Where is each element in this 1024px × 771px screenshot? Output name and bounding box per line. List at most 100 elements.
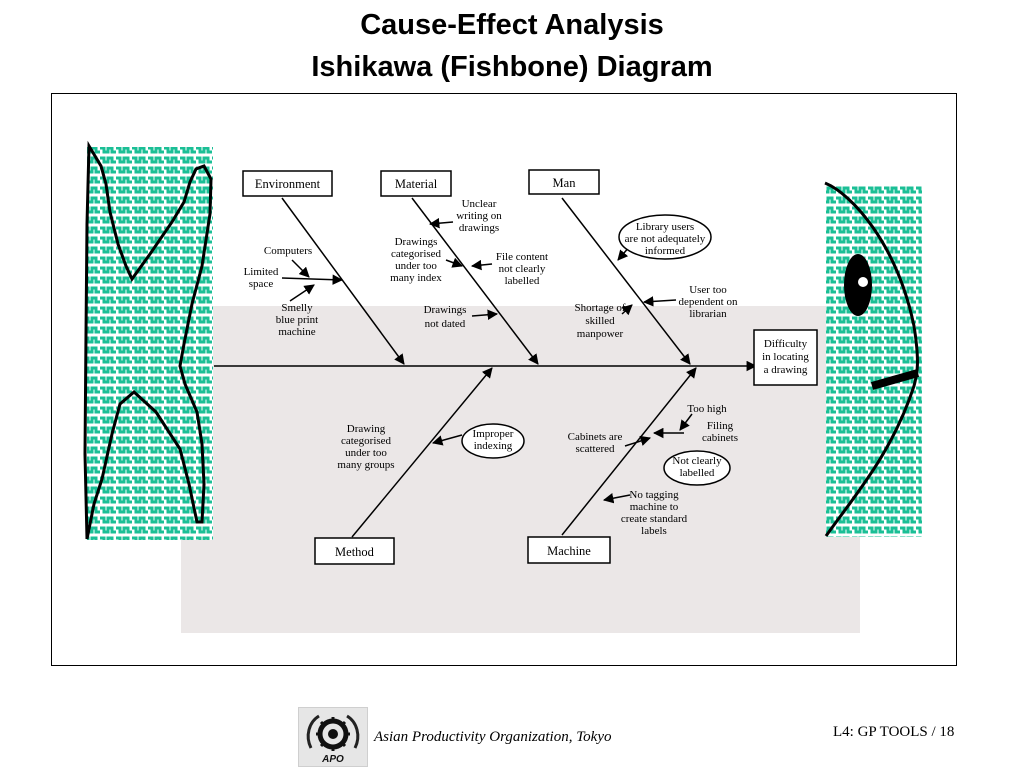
cause-limited-space: Limited space bbox=[244, 266, 279, 290]
fish-mouth-icon bbox=[870, 369, 920, 390]
category-environment-label: Environment bbox=[255, 177, 321, 191]
cause-library-users: Library users are not adequately informe… bbox=[625, 221, 706, 257]
cause-shortage-l1: Shortage of bbox=[574, 302, 625, 314]
cause-shortage-l3: manpower bbox=[577, 328, 624, 340]
arrow-user-dependent bbox=[642, 296, 677, 307]
shaded-panel bbox=[181, 306, 860, 633]
cause-index-l3: under too bbox=[395, 260, 437, 272]
cause-drawings-not-dated: Drawings not dated bbox=[424, 304, 467, 330]
arrow-drawings-index bbox=[445, 257, 463, 268]
category-material: Material bbox=[380, 170, 452, 197]
arrow-filing-cabinets bbox=[679, 413, 693, 431]
cause-dependent-l3: librarian bbox=[689, 308, 727, 320]
cause-toohigh-l1: Too high bbox=[687, 403, 727, 415]
cause-limited-space-l2: space bbox=[249, 278, 274, 290]
apo-logo: APO bbox=[298, 707, 368, 767]
cause-file-l3: labelled bbox=[505, 275, 540, 287]
bone-machine bbox=[561, 367, 697, 536]
callout-library-users bbox=[618, 214, 712, 260]
arrow-unclear-writing bbox=[428, 217, 454, 229]
cause-unclear-l3: drawings bbox=[459, 222, 499, 234]
cause-no-tagging: No tagging machine to create standard la… bbox=[621, 489, 688, 537]
cause-drawings-categorised-index: Drawings categorised under too many inde… bbox=[390, 236, 442, 284]
bone-method bbox=[351, 367, 493, 538]
category-machine: Machine bbox=[527, 536, 611, 564]
cause-index-l4: many index bbox=[390, 272, 442, 284]
footer-organization: Asian Productivity Organization, Tokyo bbox=[374, 729, 612, 745]
cause-tagging-l3: create standard bbox=[621, 513, 688, 525]
effect-line-3: a drawing bbox=[764, 364, 808, 376]
footer-page-number: L4: GP TOOLS / 18 bbox=[833, 724, 955, 740]
category-material-label: Material bbox=[395, 177, 438, 191]
cause-notdated-l2: not dated bbox=[425, 318, 466, 330]
category-man-label: Man bbox=[553, 176, 577, 190]
fish-head-pattern bbox=[826, 186, 922, 537]
cause-improper-indexing: Improper indexing bbox=[473, 428, 514, 452]
cause-groups-l3: under too bbox=[345, 447, 387, 459]
category-method-label: Method bbox=[335, 545, 375, 559]
cause-unclear-l2: writing on bbox=[456, 210, 502, 222]
cause-improper-l2: indexing bbox=[474, 440, 513, 452]
cause-smelly-l3: machine bbox=[278, 326, 315, 338]
fish-tail-outline bbox=[83, 140, 213, 540]
cause-user-too-dependent: User too dependent on librarian bbox=[679, 284, 738, 320]
cause-filing-l2: cabinets bbox=[702, 432, 738, 444]
category-environment: Environment bbox=[242, 170, 333, 197]
apo-logo-icon: APO bbox=[306, 714, 360, 765]
cause-smelly-machine: Smelly blue print machine bbox=[276, 302, 318, 338]
cause-library-l3: informed bbox=[645, 245, 686, 257]
cause-scattered-l1: Cabinets are bbox=[568, 431, 623, 443]
arrow-computers bbox=[291, 259, 310, 278]
slide-subtitle: Ishikawa (Fishbone) Diagram bbox=[311, 51, 713, 83]
cause-smelly-l1: Smelly bbox=[281, 302, 313, 314]
bone-man bbox=[561, 197, 691, 365]
effect-box: Difficulty in locating a drawing bbox=[753, 329, 818, 386]
cause-tagging-l1: No tagging bbox=[629, 489, 679, 501]
cause-groups-l2: categorised bbox=[341, 435, 392, 447]
apo-logo-text: APO bbox=[321, 754, 344, 765]
cause-tagging-l4: labels bbox=[641, 525, 667, 537]
cause-index-l2: categorised bbox=[391, 248, 442, 260]
effect-line-2: in locating bbox=[762, 351, 809, 363]
callout-not-clearly-labelled bbox=[663, 450, 731, 486]
cause-library-l2: are not adequately bbox=[625, 233, 706, 245]
cause-drawing-categorised-groups: Drawing categorised under too many group… bbox=[337, 423, 394, 471]
effect-line-1: Difficulty bbox=[764, 338, 808, 350]
category-machine-label: Machine bbox=[547, 544, 591, 558]
fish-eye-icon bbox=[844, 254, 872, 316]
cause-computers: Computers bbox=[264, 245, 312, 257]
cause-groups-l4: many groups bbox=[337, 459, 394, 471]
cause-index-l1: Drawings bbox=[395, 236, 438, 248]
cause-notclear-l1: Not clearly bbox=[672, 455, 722, 467]
cause-computers-l1: Computers bbox=[264, 245, 312, 257]
diagram-frame: Environment Material Man Method Machine … bbox=[51, 93, 957, 666]
cause-unclear-l1: Unclear bbox=[462, 198, 497, 210]
cause-scattered-l2: scattered bbox=[575, 443, 615, 455]
fish-tail-pattern bbox=[87, 147, 213, 540]
category-method: Method bbox=[314, 537, 395, 565]
cause-limited-space-l1: Limited bbox=[244, 266, 279, 278]
cause-dependent-l1: User too bbox=[689, 284, 727, 296]
cause-smelly-l2: blue print bbox=[276, 314, 318, 326]
cause-tagging-l2: machine to bbox=[630, 501, 679, 513]
arrow-limited-space bbox=[281, 274, 344, 285]
cause-file-l2: not clearly bbox=[499, 263, 546, 275]
fishbone-diagram: Environment Material Man Method Machine … bbox=[83, 140, 922, 633]
slide-title: Cause-Effect Analysis bbox=[360, 9, 664, 41]
cause-not-clearly-labelled: Not clearly labelled bbox=[672, 455, 722, 479]
cause-file-content: File content not clearly labelled bbox=[496, 251, 548, 287]
cause-groups-l1: Drawing bbox=[347, 423, 386, 435]
cause-unclear-writing: Unclear writing on drawings bbox=[456, 198, 502, 234]
arrow-file-content bbox=[470, 259, 493, 271]
cause-file-l1: File content bbox=[496, 251, 548, 263]
cause-improper-l1: Improper bbox=[473, 428, 514, 440]
cause-filing-cabinets: Filing cabinets bbox=[702, 420, 738, 444]
cause-cabinets-scattered: Cabinets are scattered bbox=[568, 431, 623, 455]
arrow-shortage bbox=[621, 304, 633, 316]
arrow-cabinets-scattered bbox=[624, 435, 652, 447]
arrow-improper-indexing bbox=[431, 434, 463, 446]
arrow-not-dated bbox=[471, 309, 499, 320]
fish-head-outline bbox=[824, 181, 919, 537]
cause-notclear-l2: labelled bbox=[680, 467, 715, 479]
arrow-smelly-machine bbox=[289, 284, 315, 302]
